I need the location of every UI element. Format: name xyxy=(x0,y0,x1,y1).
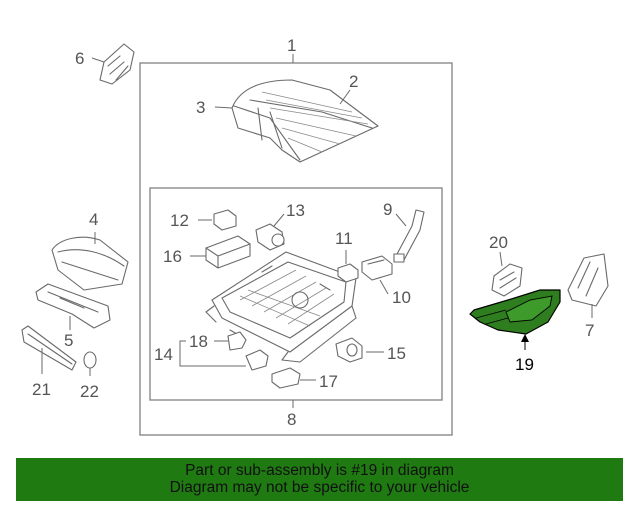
part-4-cover xyxy=(51,236,129,291)
assembly-frame xyxy=(139,62,453,436)
callout-22: 22 xyxy=(80,382,99,401)
part-19-highlighted xyxy=(469,289,561,335)
seat-frame-part xyxy=(205,251,357,363)
callout-15: 15 xyxy=(387,344,406,363)
callout-16: 16 xyxy=(163,247,182,266)
part-9-cable xyxy=(393,209,425,263)
part-10-unit xyxy=(361,255,393,281)
callout-2: 2 xyxy=(349,72,358,91)
callout-20: 20 xyxy=(489,233,508,252)
callout-9: 9 xyxy=(383,200,392,219)
callout-4: 4 xyxy=(89,210,98,229)
part-20-knob xyxy=(491,263,523,297)
callout-13: 13 xyxy=(286,201,305,220)
part-7-cover xyxy=(567,253,609,307)
part-15-actuator xyxy=(335,337,363,363)
callout-17: 17 xyxy=(319,372,338,391)
part-16-module xyxy=(205,235,251,269)
callout-21: 21 xyxy=(32,380,51,399)
callout-11: 11 xyxy=(335,229,353,248)
part-22-clip xyxy=(83,351,97,369)
callout-12: 12 xyxy=(170,211,189,230)
callout-14: 14 xyxy=(154,345,173,364)
callout-8: 8 xyxy=(287,410,296,429)
callout-1: 1 xyxy=(287,36,296,55)
subassembly-frame xyxy=(149,187,443,401)
callout-5: 5 xyxy=(64,331,73,350)
banner-line-2: Diagram may not be specific to your vehi… xyxy=(169,479,470,496)
seat-cushion-part xyxy=(231,79,379,163)
part-12-connector xyxy=(213,209,237,231)
part-21-strip xyxy=(21,325,77,371)
part-13-motor xyxy=(255,223,285,251)
part-14-sensor xyxy=(245,349,269,371)
callout-19: 19 xyxy=(515,355,534,374)
part-11-switch xyxy=(337,263,359,283)
part-18-sensor xyxy=(227,331,247,351)
part-5-trim xyxy=(35,283,111,329)
part-6-bracket xyxy=(99,43,135,85)
info-banner: Part or sub-assembly is #19 in diagram D… xyxy=(16,458,623,501)
callout-18: 18 xyxy=(189,332,208,351)
callout-3: 3 xyxy=(196,98,205,117)
callout-7: 7 xyxy=(585,321,594,340)
parts-diagram: 1 3 2 6 4 5 21 22 8 xyxy=(21,36,609,436)
callout-6: 6 xyxy=(75,49,84,68)
banner-line-1: Part or sub-assembly is #19 in diagram xyxy=(185,462,454,479)
part-17-clip xyxy=(271,367,301,389)
callout-10: 10 xyxy=(392,288,411,307)
